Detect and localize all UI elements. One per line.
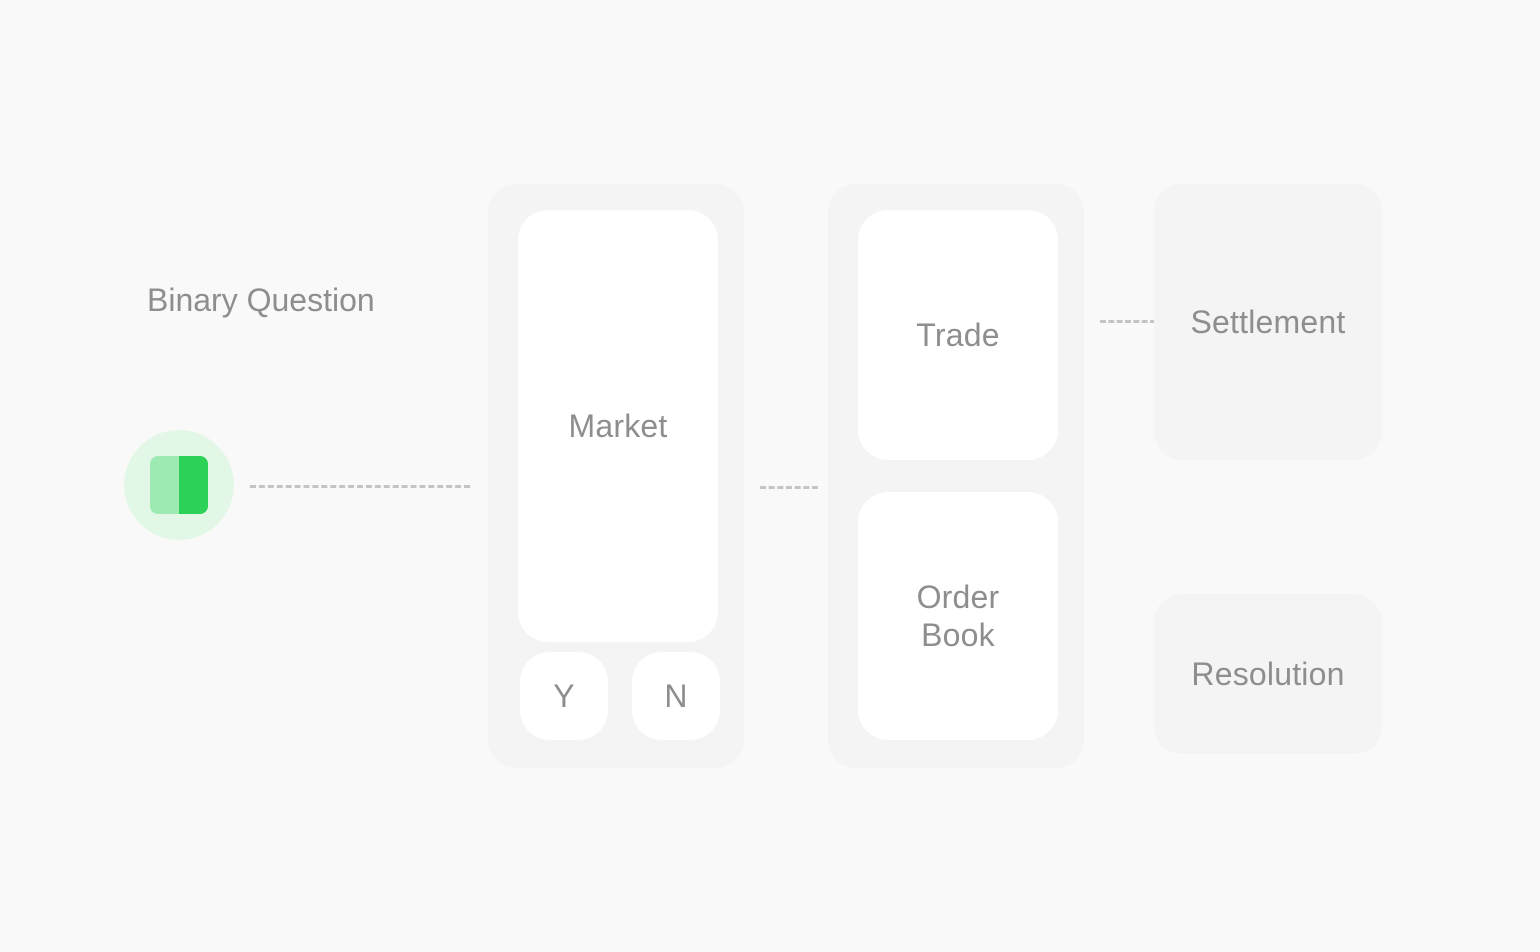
connector-market-exchange (760, 486, 818, 489)
settlement-card: Settlement (1154, 184, 1382, 460)
binary-toggle-right-half (179, 456, 208, 514)
settlement-label: Settlement (1190, 304, 1346, 340)
yes-outcome-card: Y (520, 652, 608, 740)
no-outcome-card: N (632, 652, 720, 740)
resolution-card: Resolution (1154, 594, 1382, 754)
trade-card: Trade (858, 210, 1058, 460)
binary-toggle-left-half (150, 456, 179, 514)
binary-toggle-icon (150, 456, 208, 514)
market-card: Market (518, 210, 718, 642)
connector-trade-settlement (1100, 320, 1156, 323)
connector-question-market (250, 485, 470, 488)
order-book-card: Order Book (858, 492, 1058, 740)
binary-question-title: Binary Question (147, 282, 375, 318)
